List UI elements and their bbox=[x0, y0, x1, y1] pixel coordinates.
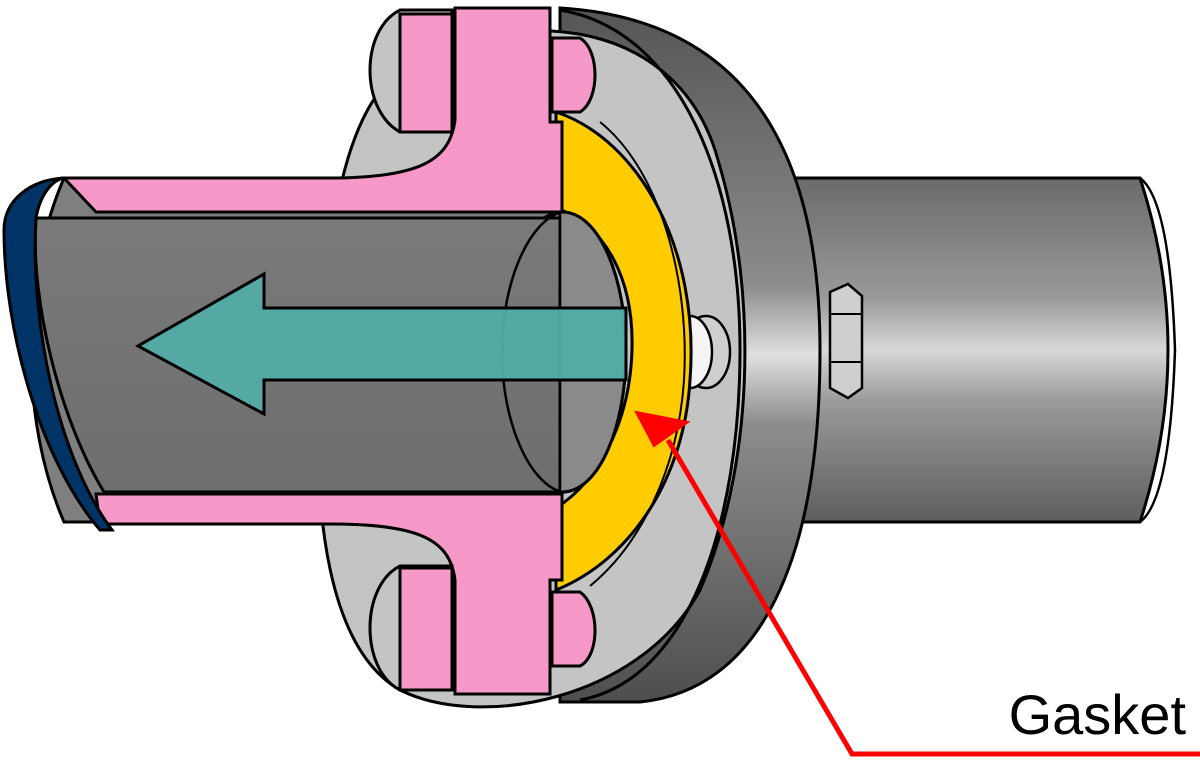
gasket-pointer bbox=[634, 410, 1200, 757]
hex-nut bbox=[828, 282, 864, 400]
bolt-bottom bbox=[368, 564, 597, 692]
flange-cross-section bbox=[60, 6, 564, 696]
bolt-top bbox=[368, 8, 597, 134]
flow-arrow bbox=[134, 271, 628, 417]
gasket-label: Gasket bbox=[1009, 683, 1187, 746]
gasket bbox=[554, 109, 693, 593]
right-pipe bbox=[778, 176, 1177, 524]
pipe-rim bbox=[2, 176, 115, 532]
